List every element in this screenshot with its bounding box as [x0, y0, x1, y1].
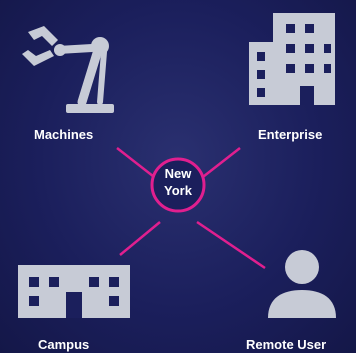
- hub-circle: [150, 157, 206, 213]
- connector-remote-user: [196, 220, 266, 270]
- connector-machines: [116, 147, 159, 181]
- hub-label: New York: [150, 165, 206, 199]
- connector-lines: [116, 147, 266, 270]
- campus-label: Campus: [38, 337, 90, 352]
- remote-user-label: Remote User: [246, 337, 327, 352]
- connector-enterprise: [198, 147, 241, 181]
- robot-arm-icon: [22, 26, 114, 113]
- connector-campus: [119, 221, 161, 256]
- person-icon: [268, 250, 336, 318]
- hub-label-line1: New: [164, 166, 192, 181]
- campus-building-icon: [18, 265, 130, 318]
- enterprise-label: Enterprise: [258, 127, 323, 142]
- office-building-icon: [249, 13, 335, 105]
- machines-label: Machines: [34, 127, 94, 142]
- hub-label-line2: York: [164, 183, 192, 198]
